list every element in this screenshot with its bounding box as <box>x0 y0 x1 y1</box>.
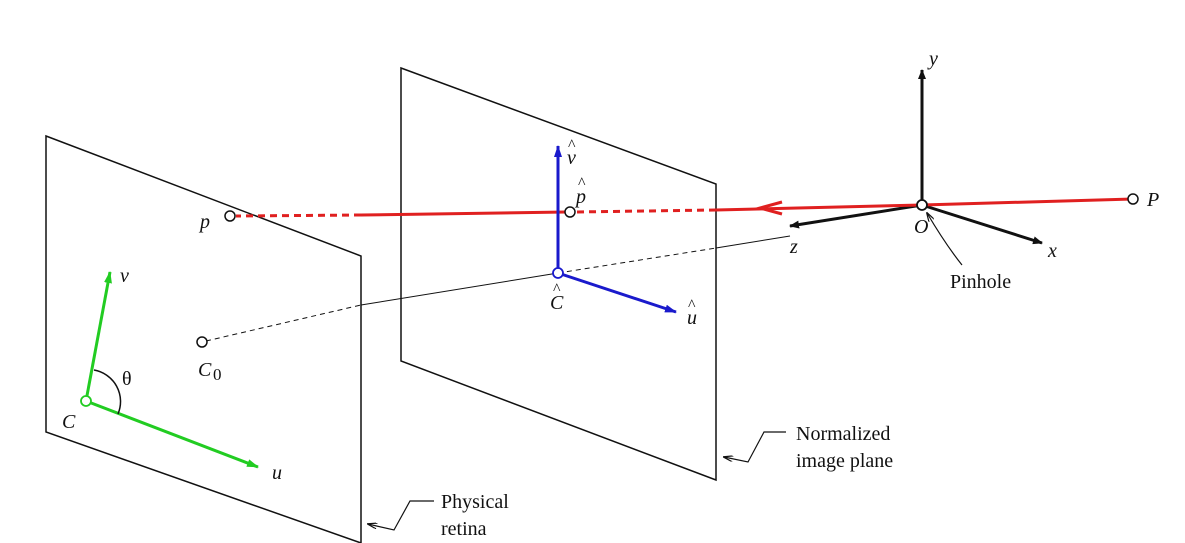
x-axis-arrow <box>921 203 1043 245</box>
point-p-marker <box>224 210 236 222</box>
ray-P-to-O <box>921 197 1134 207</box>
ray-dashed-to-p <box>235 213 362 218</box>
point-P-marker <box>1127 193 1139 205</box>
optical-axis-segment-1 <box>360 272 559 306</box>
ray-O-to-plane <box>715 203 923 212</box>
point-C-marker <box>80 395 92 407</box>
normalized-plane-label-line1: Normalized <box>796 423 890 445</box>
optical-axis-dashed-segment <box>205 304 362 342</box>
v-axis-label: v <box>120 265 129 287</box>
point-C-hat-marker <box>552 267 564 279</box>
optical-axis-segment-2 <box>715 235 791 249</box>
physical-retina-label-line2: retina <box>441 518 487 540</box>
y-axis-label: y <box>927 48 938 70</box>
physical-retina-leader <box>368 500 434 531</box>
point-C0-subscript: 0 <box>213 365 222 384</box>
origin-O-marker <box>916 199 928 211</box>
point-p-hat-marker <box>564 206 576 218</box>
p-hat-label: p <box>574 186 586 208</box>
normalized-image-plane <box>400 66 717 482</box>
theta-angle-arc <box>93 369 122 415</box>
v-hat-label: v <box>567 147 576 169</box>
z-axis-label: z <box>789 236 798 258</box>
u-axis-label: u <box>272 462 282 484</box>
theta-label: θ <box>122 368 132 390</box>
point-P-label: P <box>1146 189 1159 211</box>
normalized-plane-leader <box>724 431 786 463</box>
pinhole-label: Pinhole <box>950 271 1011 293</box>
normalized-plane-label-line2: image plane <box>796 450 893 472</box>
physical-retina-label-line1: Physical <box>441 491 509 513</box>
u-hat-label: u <box>687 307 697 329</box>
u-hat-caret: ^ <box>688 297 696 314</box>
ray-direction-chevron <box>754 200 783 216</box>
x-axis-label: x <box>1047 240 1057 262</box>
c-hat-label: C <box>550 292 564 314</box>
point-C0-label: C <box>198 359 212 381</box>
c-hat-caret: ^ <box>553 281 561 298</box>
v-axis-arrow <box>84 271 112 402</box>
u-hat-axis-arrow <box>557 271 677 314</box>
origin-label: O <box>914 216 928 238</box>
physical-retina-plane <box>45 134 362 543</box>
z-axis-arrow <box>789 203 923 229</box>
pinhole-leader-line <box>927 213 963 266</box>
point-p-label: p <box>198 211 210 233</box>
p-hat-caret: ^ <box>578 175 586 192</box>
ray-dashed-behind-plane <box>573 208 717 214</box>
point-C0-marker <box>196 336 208 348</box>
optical-axis-dashed-segment-2 <box>557 247 717 274</box>
v-hat-caret: ^ <box>568 137 576 154</box>
u-axis-arrow <box>85 399 259 469</box>
ray-phat-to-retina <box>360 210 567 217</box>
point-C-label: C <box>62 411 76 433</box>
